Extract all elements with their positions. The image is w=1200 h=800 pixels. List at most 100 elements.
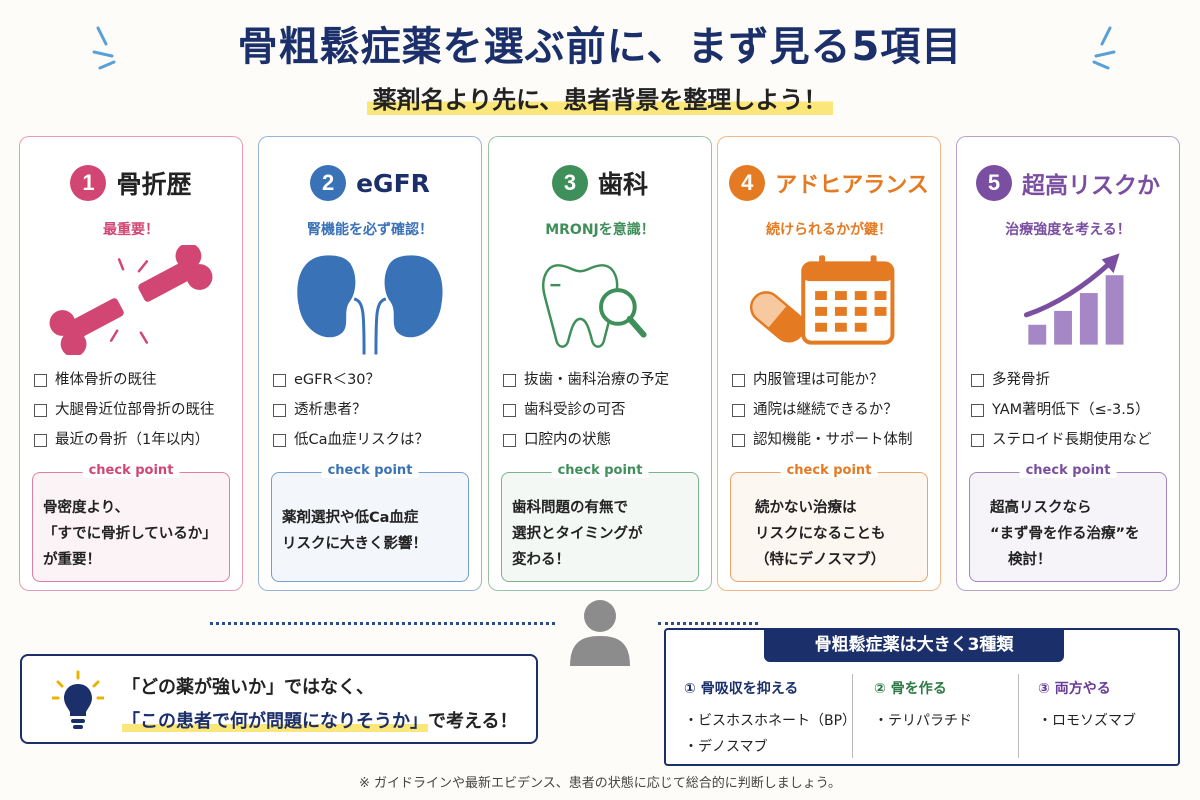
card-tagline: 腎機能を必ず確認！ <box>307 222 433 238</box>
check-item: 歯科受診の可否 <box>503 395 705 425</box>
check-point-line: が重要！ <box>43 552 101 568</box>
drug-type-heading: ① 骨吸収を抑える <box>684 681 799 697</box>
check-point-label: check point <box>1019 463 1117 478</box>
card-number: 1 <box>70 165 107 201</box>
drug-type-heading: ② 骨を作る <box>874 681 947 697</box>
check-point-label: check point <box>82 463 180 478</box>
checkbox-icon <box>503 433 516 447</box>
check-point-line: 検討！ <box>1008 552 1052 568</box>
checkbox-icon <box>503 373 516 387</box>
check-point-label: check point <box>321 463 419 478</box>
check-point-box: check point 続かない治療は リスクになることも （特にデノスマブ） <box>730 463 928 582</box>
check-point-box: check point 薬剤選択や低Ca血症 リスクに大きく影響！ <box>271 463 469 582</box>
drug-type-column: ③ 両方やる ・ロモソズマブ <box>1038 678 1136 734</box>
drug-type-item: ・デノスマブ <box>684 739 768 755</box>
drug-types-box: 骨粗鬆症薬は大きく3種類 ① 骨吸収を抑える ・ビスホスホネート（BP） ・デノ… <box>664 628 1180 766</box>
checkbox-icon <box>273 433 286 447</box>
key-message-rest: で考える！ <box>428 711 518 732</box>
drug-type-item: ・ビスホスホネート（BP） <box>684 713 857 729</box>
check-point-line: 変わる！ <box>512 552 570 568</box>
card-tagline: 最重要！ <box>103 222 159 238</box>
dotted-connector-right <box>658 622 758 625</box>
check-point-line: 薬剤選択や低Ca血症 <box>282 510 419 526</box>
checkbox-icon <box>34 373 47 387</box>
drug-type-heading: ③ 両方やる <box>1038 681 1111 697</box>
card-number: 4 <box>729 165 766 201</box>
lightbulb-icon <box>52 670 104 729</box>
check-point-line: 選択とタイミングが <box>512 526 643 542</box>
card-title: eGFR <box>356 168 430 198</box>
sparkle-lines-left-icon <box>92 26 116 70</box>
check-point-line: リスクになることも <box>755 526 886 542</box>
drug-types-header: 骨粗鬆症薬は大きく3種類 <box>764 628 1064 662</box>
checkbox-icon <box>971 433 984 447</box>
drug-type-column: ② 骨を作る ・テリパラチド <box>874 678 972 734</box>
key-message-highlight: 「この患者で何が問題になりそうか」 <box>122 711 428 732</box>
check-item: 椎体骨折の既往 <box>34 365 236 395</box>
check-point-line: リスクに大きく影響！ <box>282 536 427 552</box>
card-title: 超高リスクか <box>1022 173 1160 199</box>
column-divider <box>852 674 853 758</box>
check-item: ステロイド長期使用など <box>971 425 1173 455</box>
card-title: アドヒアランス <box>775 173 929 198</box>
check-item: 抜歯・歯科治療の予定 <box>503 365 705 395</box>
check-item: 通院は継続できるか？ <box>732 395 934 425</box>
check-item: 大腿骨近位部骨折の既往 <box>34 395 236 425</box>
patient-person-icon <box>570 600 630 666</box>
card-fracture-history: 1 骨折歴 最重要！ 椎体骨折の既往 大腿骨近位部骨折の既往 最近の骨折（1年以… <box>19 136 243 591</box>
checkbox-icon <box>34 433 47 447</box>
check-item: 口腔内の状態 <box>503 425 705 455</box>
check-item: YAM著明低下（≤-3.5） <box>971 395 1173 425</box>
card-egfr: 2 eGFR 腎機能を必ず確認！ eGFR＜30？ 透析患者？ 低Ca血症リスク… <box>258 136 482 591</box>
checkbox-icon <box>503 403 516 417</box>
check-point-line: 骨密度より、 <box>43 500 130 516</box>
checkbox-icon <box>273 373 286 387</box>
check-point-box: check point 超高リスクなら “まず骨を作る治療”を 検討！ <box>969 463 1167 582</box>
check-point-label: check point <box>551 463 649 478</box>
rising-bar-chart-icon <box>1023 253 1124 345</box>
card-dental: 3 歯科 MRONJを意識！ 抜歯・歯科治療の予定 歯科受診の可否 口腔内の状態… <box>488 136 712 591</box>
check-point-line: （特にデノスマブ） <box>755 552 886 568</box>
checkbox-icon <box>732 433 745 447</box>
column-divider <box>1018 674 1019 758</box>
drug-type-item: ・ロモソズマブ <box>1038 713 1136 729</box>
card-tagline: 続けられるかが鍵！ <box>766 222 892 238</box>
check-point-line: 「すでに骨折しているか」 <box>43 526 217 542</box>
broken-bone-icon <box>49 245 213 355</box>
page-subtitle: 薬剤名より先に、患者背景を整理しよう！ <box>366 80 834 115</box>
dotted-connector-left <box>210 622 555 625</box>
tooth-magnifier-icon <box>542 264 647 348</box>
check-point-line: 超高リスクなら <box>990 500 1092 516</box>
card-adherence: 4 アドヒアランス 続けられるかが鍵！ 内服管理は可能か？ 通院は継続できるか？… <box>717 136 941 591</box>
checkbox-icon <box>971 373 984 387</box>
card-number: 3 <box>551 165 588 201</box>
card-title: 骨折歴 <box>116 170 192 199</box>
check-point-box: check point 骨密度より、 「すでに骨折しているか」 が重要！ <box>32 463 230 582</box>
check-point-line: “まず骨を作る治療”を <box>990 526 1140 542</box>
check-item: 多発骨折 <box>971 365 1173 395</box>
checkbox-icon <box>273 403 286 417</box>
card-title: 歯科 <box>597 170 648 199</box>
drug-type-column: ① 骨吸収を抑える ・ビスホスホネート（BP） ・デノスマブ <box>684 678 856 760</box>
checkbox-icon <box>732 373 745 387</box>
check-point-label: check point <box>780 463 878 478</box>
check-point-box: check point 歯科問題の有無で 選択とタイミングが 変わる！ <box>501 463 699 582</box>
key-message-line1: 「どの薬が強いか」ではなく、 <box>122 677 374 698</box>
checkbox-icon <box>34 403 47 417</box>
checkbox-icon <box>971 403 984 417</box>
check-point-line: 続かない治療は <box>755 500 857 516</box>
page-title: 骨粗鬆症薬を選ぶ前に、まず見る5項目 <box>237 24 963 70</box>
key-message-box: 「どの薬が強いか」ではなく、 「この患者で何が問題になりそうか」で考える！ <box>20 654 538 744</box>
drug-type-item: ・テリパラチド <box>874 713 972 729</box>
checkbox-icon <box>732 403 745 417</box>
check-point-line: 歯科問題の有無で <box>512 500 628 516</box>
card-tagline: 治療強度を考える！ <box>1005 222 1131 238</box>
footnote: ※ ガイドラインや最新エビデンス、患者の状態に応じて総合的に判断しましょう。 <box>359 776 841 791</box>
check-item: 内服管理は可能か？ <box>732 365 934 395</box>
key-message-line2: 「この患者で何が問題になりそうか」で考える！ <box>122 707 517 733</box>
sparkle-lines-right-icon <box>1092 26 1116 70</box>
check-item: 低Ca血症リスクは？ <box>273 425 475 455</box>
check-item: 透析患者？ <box>273 395 475 425</box>
card-number: 5 <box>976 165 1012 201</box>
card-number: 2 <box>310 165 347 201</box>
